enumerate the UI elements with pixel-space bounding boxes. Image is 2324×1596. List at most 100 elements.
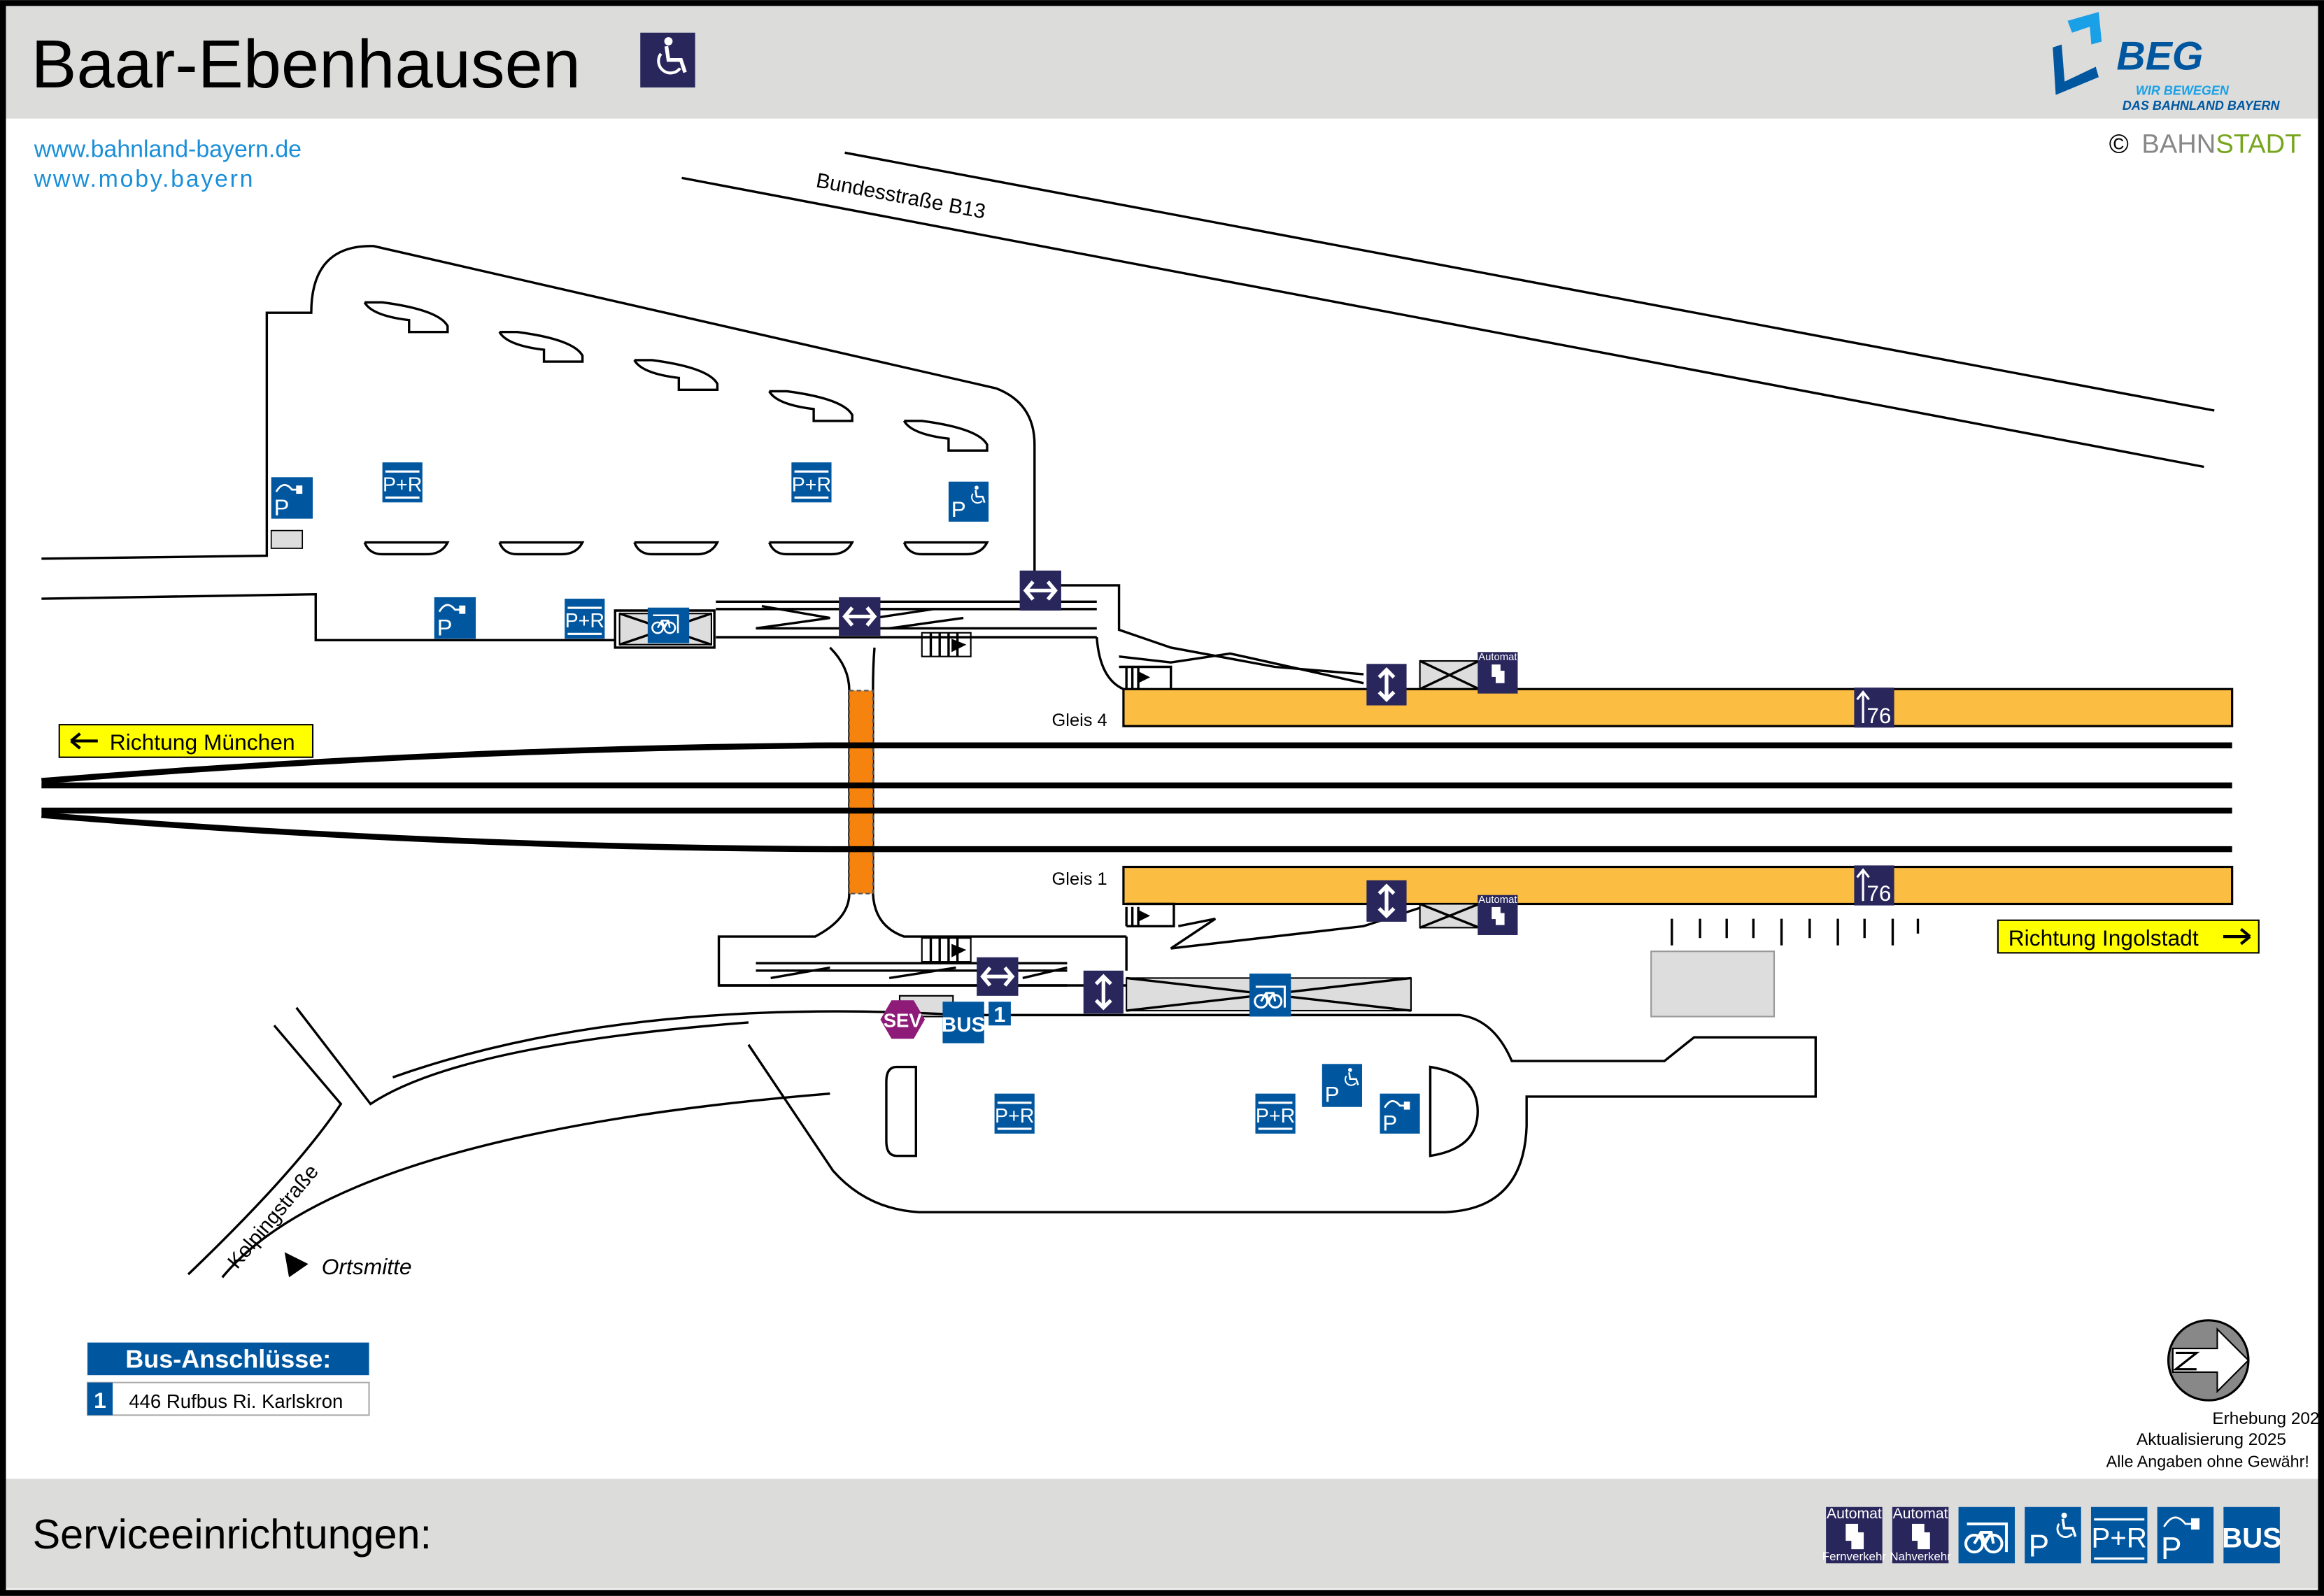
- svg-text:Fernverkehr: Fernverkehr: [1822, 1550, 1887, 1563]
- svg-text:P: P: [2029, 1530, 2050, 1564]
- svg-text:P: P: [437, 615, 453, 641]
- svg-text:SEV: SEV: [884, 1009, 923, 1031]
- svg-text:P+R: P+R: [565, 610, 604, 632]
- gleis-4-label: Gleis 4: [1052, 711, 1107, 730]
- arrow-ortsmitte-icon: [284, 1252, 309, 1278]
- page-title: Baar-Ebenhausen: [31, 26, 580, 102]
- platform-sector-icon: 76: [1854, 687, 1894, 728]
- header-band: [4, 4, 2320, 119]
- svg-text:DAS BAHNLAND BAYERN: DAS BAHNLAND BAYERN: [2123, 99, 2281, 113]
- elevator-icon: [1366, 664, 1407, 706]
- bus-connections: Bus-Anschlüsse: 1 446 Rufbus Ri. Karlskr…: [86, 1342, 370, 1416]
- north-arrow-icon: [2167, 1319, 2250, 1402]
- svg-text:P: P: [1382, 1111, 1397, 1135]
- bus-stop-icon: BUS: [2222, 1506, 2281, 1564]
- ticket-machine-icon: Automat: [1478, 652, 1518, 694]
- svg-text:P+R: P+R: [995, 1105, 1034, 1127]
- footer-title: Serviceeinrichtungen:: [33, 1511, 432, 1558]
- railway-tracks: [41, 742, 2232, 853]
- svg-text:Automat: Automat: [1827, 1506, 1882, 1522]
- link-moby-bayern[interactable]: www.moby.bayern: [34, 166, 255, 192]
- elevator-icon: [1366, 880, 1407, 922]
- ev-charging-parking-icon: P: [2157, 1506, 2214, 1566]
- bus-line-badge: 1: [989, 1002, 1011, 1027]
- ev-charging-parking-icon: P: [434, 597, 476, 641]
- svg-text:76: 76: [1866, 704, 1891, 728]
- svg-text:BUS: BUS: [942, 1013, 986, 1036]
- arrow-right-icon: [2223, 927, 2251, 946]
- svg-text:WIR BEWEGEN: WIR BEWEGEN: [2136, 84, 2230, 98]
- svg-text:Erhebung 2021: Erhebung 2021: [2212, 1409, 2324, 1428]
- platform-gleis-1: [1122, 865, 2234, 906]
- platform-sector-icon: 76: [1854, 865, 1894, 906]
- disabled-parking-icon: P: [948, 481, 989, 522]
- svg-text:76: 76: [1866, 881, 1891, 906]
- gleis-1-label: Gleis 1: [1052, 869, 1107, 889]
- svg-text:1: 1: [994, 1003, 1006, 1027]
- disabled-parking-icon: P: [1322, 1064, 1363, 1107]
- svg-text:Aktualisierung 2025: Aktualisierung 2025: [2137, 1430, 2286, 1449]
- survey-notes: Erhebung 2021 Aktualisierung 2025 Alle A…: [2106, 1409, 2324, 1470]
- svg-text:P+R: P+R: [2091, 1523, 2146, 1554]
- svg-text:P: P: [951, 497, 966, 522]
- bus-line-number: 1: [94, 1388, 106, 1413]
- ev-charging-parking-icon: P: [1380, 1093, 1420, 1135]
- park-and-ride-icon: P+R: [1255, 1093, 1296, 1134]
- bus-line-text: 446 Rufbus Ri. Karlskron: [129, 1390, 343, 1412]
- svg-text:Richtung München: Richtung München: [110, 729, 295, 755]
- svg-text:Nahverkehr: Nahverkehr: [1890, 1550, 1951, 1563]
- svg-text:P: P: [2161, 1532, 2182, 1566]
- svg-text:Automat: Automat: [1893, 1506, 1948, 1522]
- parking-lot-south: [392, 1010, 1818, 1213]
- bahnstadt-copyright: © BAHNSTADT: [2109, 129, 2302, 159]
- park-and-ride-icon: P+R: [382, 462, 423, 503]
- svg-text:Alle Angaben ohne Gewähr!: Alle Angaben ohne Gewähr!: [2106, 1453, 2309, 1471]
- bike-parking-icon: [647, 607, 690, 643]
- rail-replacement-bus-icon: SEV: [880, 1000, 926, 1039]
- bus-stop-icon: BUS: [942, 1002, 986, 1043]
- direction-muenchen: Richtung München: [58, 724, 314, 758]
- svg-text:©: ©: [2109, 129, 2129, 159]
- parking-lot-north: [41, 245, 1036, 642]
- svg-text:P+R: P+R: [383, 473, 422, 496]
- park-and-ride-icon: P+R: [994, 1093, 1035, 1134]
- underpass-passage: [848, 690, 874, 895]
- arrow-left-icon: [70, 732, 98, 750]
- svg-text:Automat: Automat: [1478, 652, 1517, 663]
- svg-text:Ortsmitte: Ortsmitte: [322, 1254, 412, 1279]
- underpass: [717, 646, 1127, 987]
- park-and-ride-icon: P+R: [2090, 1506, 2148, 1564]
- svg-text:P+R: P+R: [1256, 1105, 1295, 1127]
- passage-arrows-icon: [977, 957, 1019, 996]
- park-and-ride-icon: P+R: [791, 462, 832, 503]
- svg-text:P+R: P+R: [792, 473, 831, 496]
- beg-logo: BEG WIR BEWEGEN DAS BAHNLAND BAYERN: [2053, 12, 2281, 113]
- svg-text:Automat: Automat: [1478, 895, 1517, 906]
- passage-arrows-icon: [839, 597, 881, 636]
- bike-parking-icon: [1249, 974, 1291, 1017]
- svg-text:P: P: [274, 494, 290, 520]
- svg-text:BUS: BUS: [2222, 1523, 2281, 1554]
- elevator-icon: [1083, 970, 1124, 1014]
- bus-connections-title: Bus-Anschlüsse:: [125, 1345, 331, 1374]
- ticket-machine-icon: Automat: [1478, 895, 1518, 935]
- svg-text:www.bahnland-bayern.de: www.bahnland-bayern.de: [34, 136, 302, 163]
- bike-parking-icon: [1958, 1506, 2015, 1564]
- park-and-ride-icon: P+R: [565, 599, 605, 639]
- svg-text:P: P: [1325, 1082, 1340, 1106]
- direction-ingolstadt: Richtung Ingolstadt: [1997, 919, 2260, 954]
- svg-text:Richtung Ingolstadt: Richtung Ingolstadt: [2008, 925, 2199, 950]
- platform-gleis-4: [1122, 687, 2234, 727]
- disabled-parking-icon: P: [2025, 1506, 2081, 1564]
- svg-text:BEG: BEG: [2116, 34, 2203, 79]
- svg-text:BAHNSTADT: BAHNSTADT: [2141, 129, 2301, 159]
- link-bahnland-bayern[interactable]: www.bahnland-bayern.de: [34, 136, 302, 163]
- building: [1650, 950, 1776, 1018]
